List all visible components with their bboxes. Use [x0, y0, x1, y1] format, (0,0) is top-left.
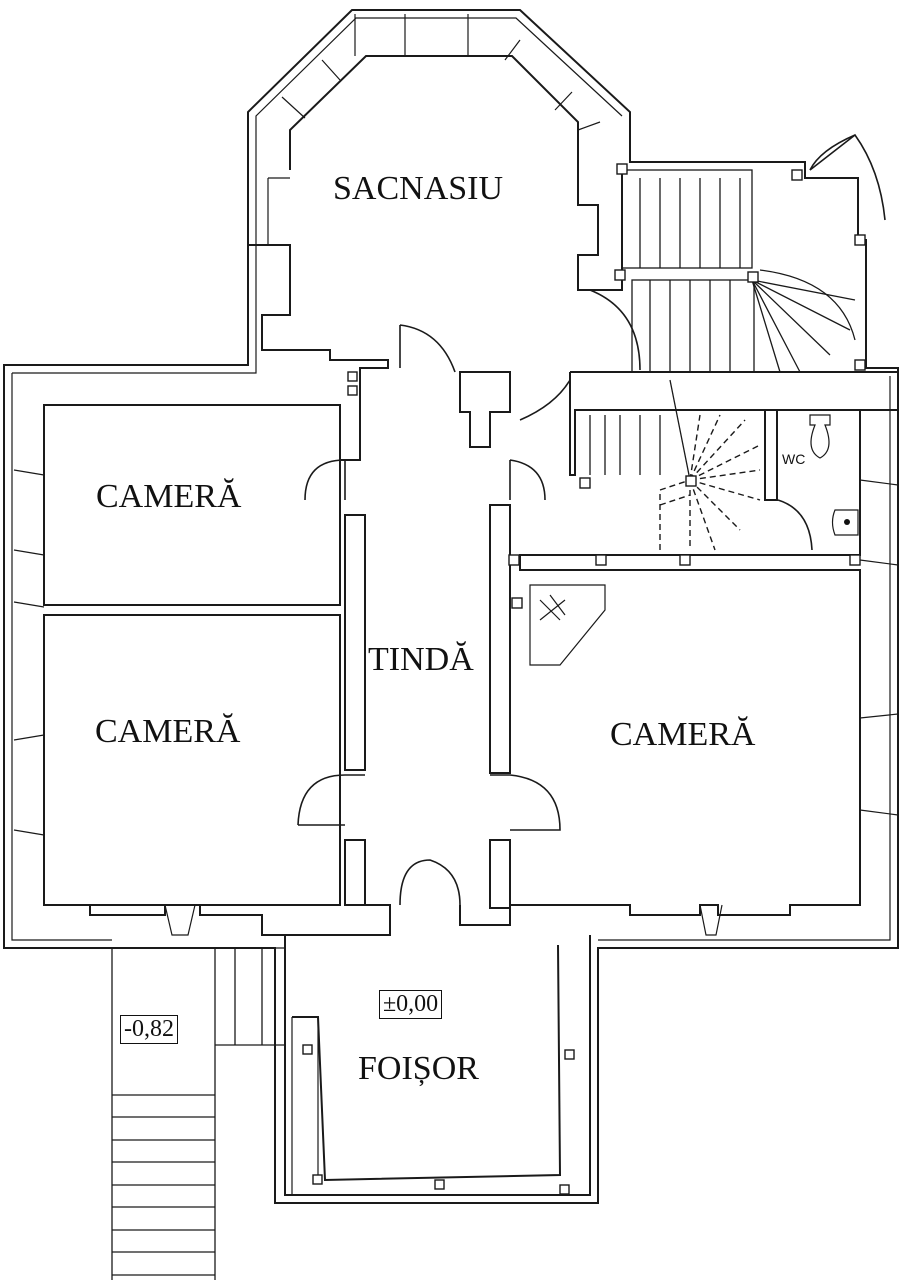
stairs-upper	[621, 169, 856, 373]
sacnasiu-walls	[267, 14, 623, 291]
room-label-foisor: FOIȘOR	[358, 1050, 479, 1087]
room-label-camera-bottom-left: CAMERĂ	[95, 713, 241, 750]
room-label-wc: WC	[782, 451, 806, 467]
right-room-walls	[459, 371, 899, 936]
room-label-camera-top-left: CAMERĂ	[96, 478, 242, 515]
posts	[347, 163, 866, 566]
tinda-walls	[339, 371, 511, 909]
level-marker-stair-bottom: -0,82	[120, 1015, 178, 1045]
left-rooms-walls	[13, 404, 391, 936]
entrance-stairs	[111, 947, 286, 1280]
stairs-lower	[574, 379, 761, 551]
door-swings	[297, 133, 886, 906]
room-label-tinda: TINDĂ	[368, 641, 474, 678]
fireplace	[511, 584, 606, 666]
wc-fixtures	[809, 414, 859, 536]
room-label-camera-right: CAMERĂ	[610, 716, 756, 753]
room-label-sacnasiu: SACNASIU	[333, 170, 504, 207]
level-marker-porch: ±0,00	[379, 990, 443, 1020]
foisor-structure	[284, 935, 591, 1196]
